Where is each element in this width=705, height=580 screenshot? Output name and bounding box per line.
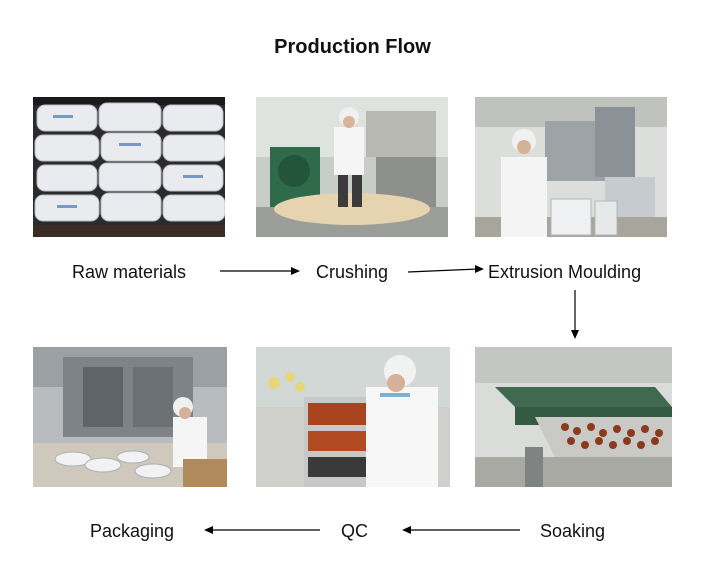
arrow-raw-to-crushing xyxy=(220,267,300,275)
soaking-photo xyxy=(475,347,672,487)
arrow-crushing-to-extrusion xyxy=(407,265,484,273)
packaging-photo xyxy=(33,347,227,487)
raw-materials-photo xyxy=(33,97,225,237)
extrusion-moulding-photo xyxy=(475,97,667,237)
arrow-soaking-to-qc xyxy=(402,526,520,534)
arrow-extrusion-to-soaking xyxy=(571,290,579,339)
crushing-photo xyxy=(256,97,448,237)
step-label-crushing: Crushing xyxy=(316,262,389,282)
qc-photo xyxy=(256,347,450,487)
step-label-raw-materials: Raw materials xyxy=(72,262,187,282)
step-label-extrusion-moulding: Extrusion Moulding xyxy=(488,262,642,282)
step-label-qc: QC xyxy=(341,521,368,541)
step-label-soaking: Soaking xyxy=(540,521,606,541)
step-label-packaging: Packaging xyxy=(90,521,175,541)
arrow-qc-to-packaging xyxy=(204,526,320,534)
page-title: Production Flow xyxy=(274,36,431,58)
